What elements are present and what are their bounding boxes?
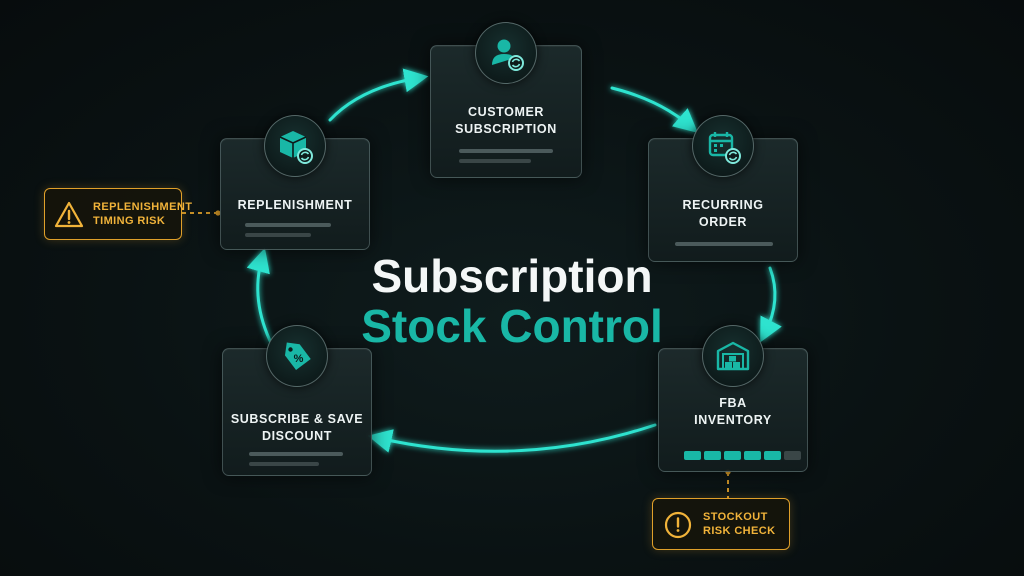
placeholder-bar (459, 159, 531, 163)
risk-label-line2: TIMING RISK (93, 215, 166, 227)
step-label-line1: SUBSCRIBE & SAVE (230, 412, 364, 426)
inventory-level-segment (724, 451, 741, 460)
inventory-level-segment (764, 451, 781, 460)
arrow-customer-to-recurring (610, 86, 698, 133)
inventory-level-segment (784, 451, 801, 460)
title-primary: Subscription (371, 250, 653, 302)
arrow-fba-to-discount (367, 423, 657, 453)
placeholder-bar (459, 149, 553, 153)
step-card-customer-subscription[interactable]: CUSTOMER SUBSCRIPTION (430, 22, 582, 178)
step-label-line2: INVENTORY (694, 413, 772, 427)
svg-text:%: % (294, 353, 304, 365)
box-refresh-icon (264, 115, 326, 177)
arrow-replenishment-to-customer (328, 68, 429, 122)
step-label-line1: REPLENISHMENT (237, 198, 353, 212)
arrow-discount-to-replenishment (246, 247, 274, 347)
placeholder-bar (245, 233, 311, 237)
alert-circle-icon (664, 511, 692, 539)
risk-box-stockout-check[interactable]: STOCKOUT RISK CHECK (652, 498, 790, 550)
title-accent: Stock Control (361, 300, 663, 352)
step-label-line2: SUBSCRIPTION (455, 122, 557, 136)
placeholder-bar (245, 223, 331, 227)
step-label-line2: ORDER (698, 215, 748, 229)
step-label-line1: RECURRING (682, 198, 764, 212)
risk-box-replenishment-timing[interactable]: REPLENISHMENT TIMING RISK (44, 188, 192, 240)
connector-dot-replenishment (215, 210, 221, 216)
warning-triangle-icon (54, 201, 84, 228)
risk-label-line1: STOCKOUT (703, 511, 768, 523)
arrow-recurring-to-fba (760, 266, 782, 343)
inventory-level-segment (744, 451, 761, 460)
warehouse-icon (702, 325, 764, 387)
user-refresh-icon (475, 22, 537, 84)
discount-tag-icon: % (266, 325, 328, 387)
step-label-line1: CUSTOMER (467, 105, 545, 119)
placeholder-bar (249, 462, 319, 466)
step-card-subscribe-save-discount[interactable]: % SUBSCRIBE & SAVE DISCOUNT (222, 325, 372, 476)
placeholder-bar (249, 452, 343, 456)
calendar-refresh-icon (692, 115, 754, 177)
step-label-line2: DISCOUNT (261, 429, 333, 443)
risk-label-line2: RISK CHECK (703, 525, 776, 537)
inventory-level-segment (704, 451, 721, 460)
step-card-recurring-order[interactable]: RECURRING ORDER (648, 115, 798, 262)
step-label-line1: FBA (719, 396, 747, 410)
placeholder-bar (675, 242, 773, 246)
step-card-replenishment[interactable]: REPLENISHMENT (220, 115, 370, 250)
risk-label-line1: REPLENISHMENT (93, 201, 193, 213)
inventory-level-segment (684, 451, 701, 460)
